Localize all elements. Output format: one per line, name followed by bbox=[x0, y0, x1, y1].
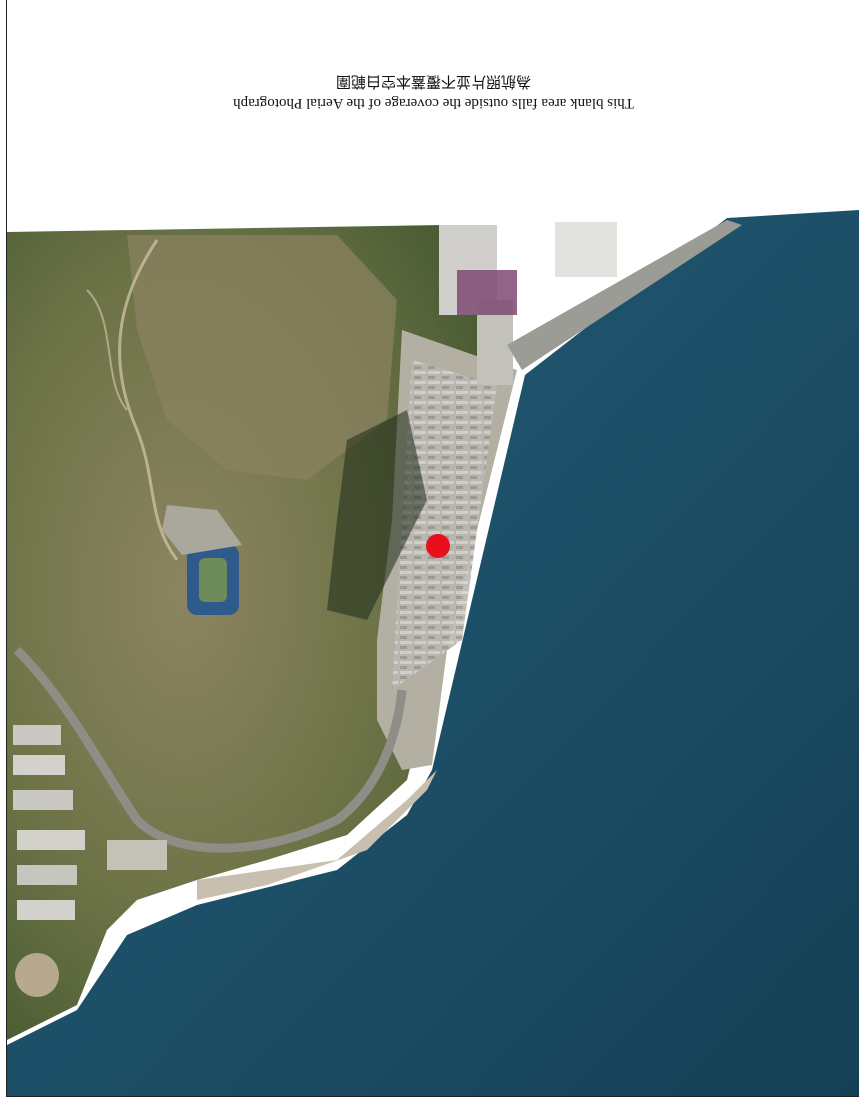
sea bbox=[7, 210, 859, 1096]
building-shadows bbox=[327, 410, 427, 620]
location-dot-icon bbox=[426, 534, 450, 558]
housing-estate bbox=[13, 725, 167, 997]
tower-block bbox=[555, 222, 617, 277]
purple-facility bbox=[457, 270, 517, 315]
breakwater bbox=[197, 770, 437, 900]
coverage-notice-english: This blank area falls outside the covera… bbox=[233, 95, 634, 111]
coastal-road bbox=[507, 220, 742, 370]
coverage-notice-chinese: 為航照片並不覆蓋本空白範圍 bbox=[336, 73, 532, 89]
trail bbox=[86, 289, 128, 411]
aerial-photo-frame: This blank area falls outside the covera… bbox=[6, 0, 859, 1097]
cleared-area bbox=[162, 505, 242, 555]
aerial-photo bbox=[7, 210, 859, 1096]
grassland bbox=[127, 235, 397, 480]
building-blocks bbox=[392, 360, 497, 690]
highway bbox=[13, 646, 407, 853]
coverage-notice: This blank area falls outside the covera… bbox=[7, 70, 859, 114]
trail bbox=[118, 239, 179, 561]
sports-field bbox=[199, 558, 227, 602]
